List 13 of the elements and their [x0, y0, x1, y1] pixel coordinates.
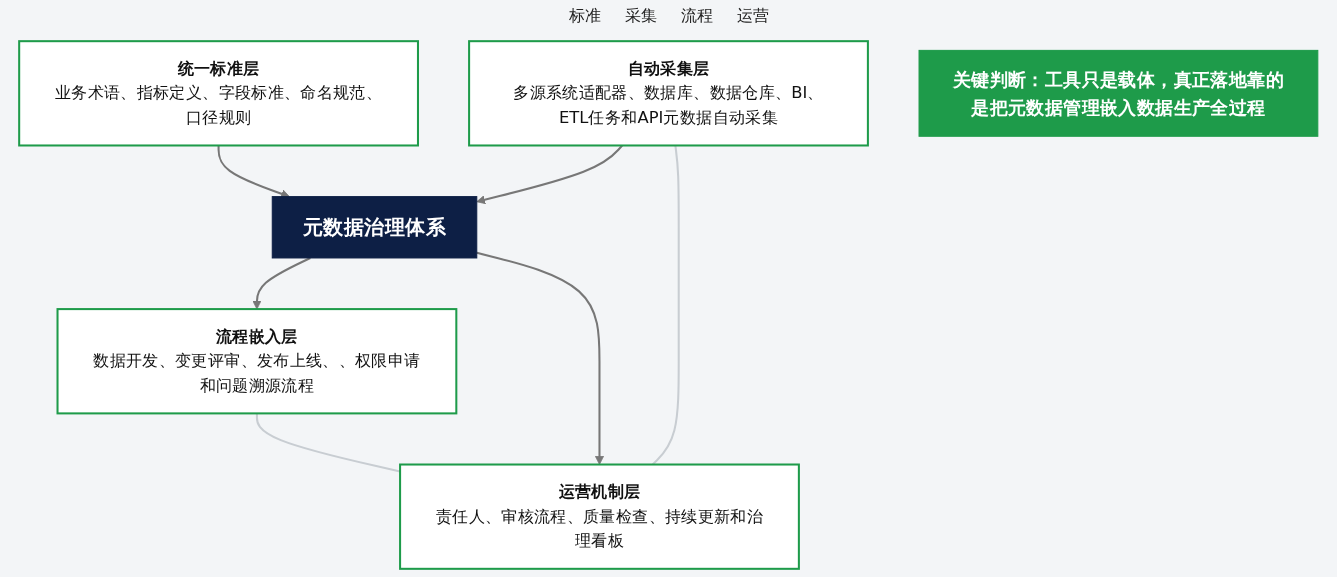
- node-box: 关键判断：工具只是载体，真正落地靠的是把元数据管理嵌入数据生产全过程: [918, 49, 1319, 137]
- arrow-caption: 采集: [624, 6, 657, 27]
- connector: [255, 413, 401, 473]
- arrow: [476, 251, 604, 465]
- arrow-caption: 运营: [736, 6, 769, 27]
- arrow-caption: 标准: [568, 6, 601, 27]
- arrow: [252, 257, 311, 310]
- node-box: 自动采集层 多源系统适配器、数据库、数据仓库、BI、ETL任务和API元数据自动采集: [468, 40, 869, 147]
- arrow-caption: 流程: [680, 6, 713, 27]
- node-box: 流程嵌入层 数据开发、变更评审、发布上线、、权限申请和问题溯源流程: [56, 308, 458, 415]
- node-box: 统一标准层 业务术语、指标定义、字段标准、命名规范、口径规则: [18, 40, 419, 147]
- node-box: 运营机制层 责任人、审核流程、质量检查、持续更新和治理看板: [399, 463, 800, 570]
- node-box: 元数据治理体系: [271, 196, 478, 259]
